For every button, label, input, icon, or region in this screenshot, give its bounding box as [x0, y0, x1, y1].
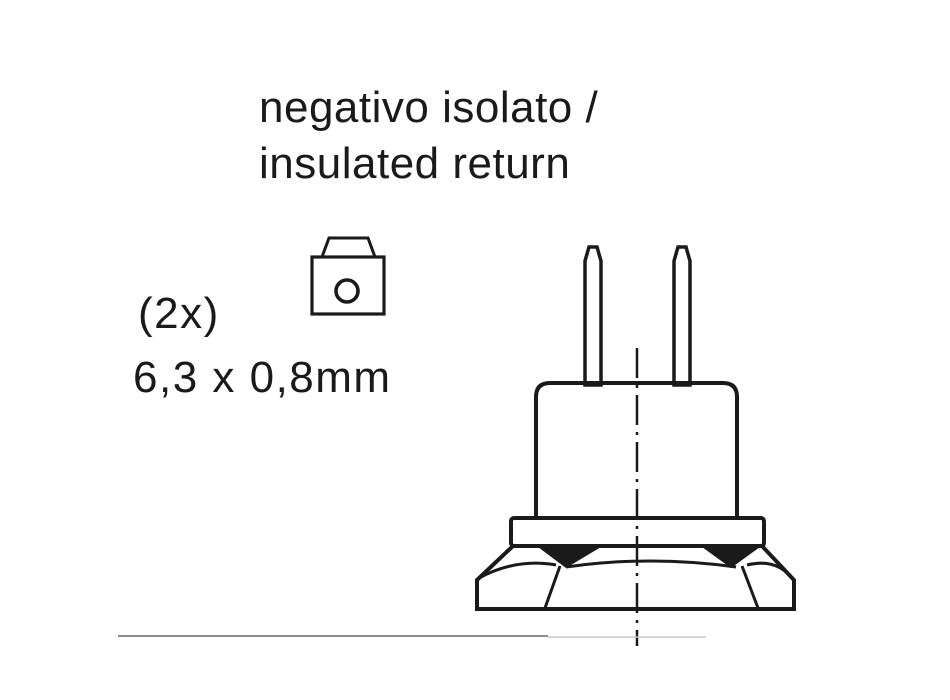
terminal-symbol-tab — [320, 236, 377, 258]
terminal-count-label: (2x) — [138, 289, 220, 338]
hex-shadow-left — [538, 547, 601, 568]
sensor-drawing — [475, 245, 796, 646]
blade-terminal-right — [672, 245, 692, 387]
title-line-2: insulated return — [259, 139, 570, 188]
blade-terminal-left — [583, 245, 603, 387]
scan-border — [118, 635, 706, 638]
terminal-dimension-label: 6,3 x 0,8mm — [133, 353, 392, 402]
terminal-symbol-hole — [334, 278, 360, 304]
sensor-body — [534, 381, 739, 520]
hex-facet-line-left — [543, 565, 562, 609]
terminal-symbol-body — [310, 255, 386, 316]
hex-chamfer-arc-right — [746, 561, 794, 579]
hex-chamfer-arc-center — [565, 559, 737, 569]
hex-facet-line-right — [740, 565, 760, 609]
hex-chamfer-arc-left — [478, 561, 557, 580]
terminal-symbol — [310, 236, 386, 316]
hex-shadow-right — [702, 547, 760, 568]
title-line-1: negativo isolato / — [259, 83, 598, 132]
terminal-spec-label: (2x) 6,3 x 0,8mm — [133, 289, 392, 402]
hex-nut — [475, 544, 796, 611]
title-label: negativo isolato / insulated return — [259, 83, 598, 188]
